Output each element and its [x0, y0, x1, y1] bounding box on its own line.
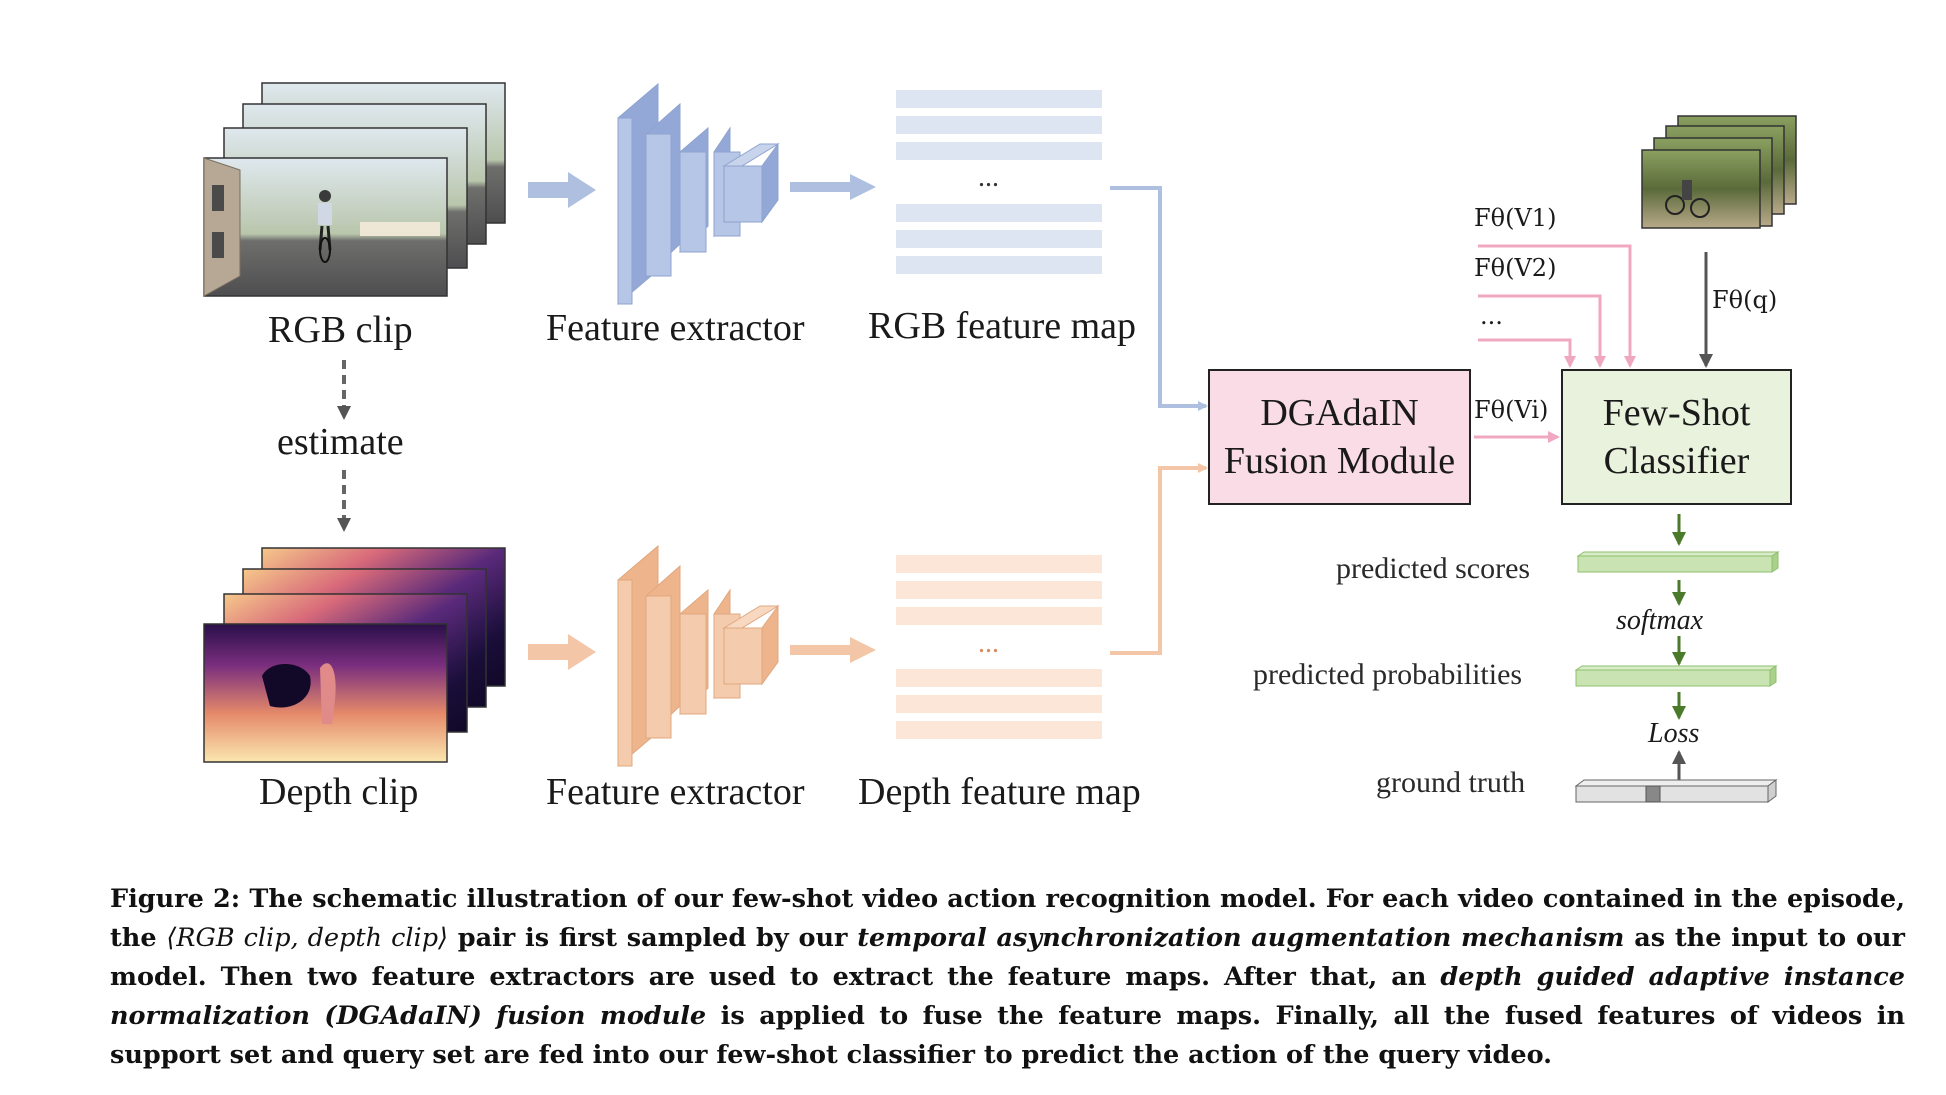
- support-vi-label: Fθ(Vi): [1474, 396, 1549, 424]
- depth-clip-frames: [203, 547, 506, 763]
- figure-caption: Figure 2: The schematic illustration of …: [110, 880, 1905, 1075]
- rgb-map-ellipsis: ...: [978, 162, 999, 193]
- depth-extractor-label: Feature extractor: [546, 771, 805, 813]
- depth-feature-map-label: Depth feature map: [858, 771, 1141, 813]
- caption-part4: is applied to fuse the feature maps. Fin…: [110, 1001, 1905, 1070]
- loss-label: Loss: [1648, 718, 1700, 749]
- caption-emph1: temporal asynchronization augmentation m…: [857, 923, 1625, 953]
- caption-part3: as the input to our model. Then two feat…: [110, 923, 1905, 992]
- predicted-scores-bar: [1576, 551, 1780, 573]
- classifier-box: [1561, 369, 1792, 505]
- depth-map-ellipsis: ...: [978, 628, 999, 659]
- few-shot-classifier: Few-Shot Classifier: [1562, 370, 1791, 504]
- predicted-scores-label: predicted scores: [1336, 552, 1531, 585]
- predicted-probabilities-label: predicted probabilities: [1253, 658, 1523, 691]
- rgb-to-fusion-connector: [1110, 186, 1208, 411]
- fusion-module-line2: Fusion Module: [1223, 440, 1456, 482]
- depth-extract-arrow: [790, 637, 876, 663]
- support-v1-label: Fθ(V1): [1474, 204, 1557, 232]
- support-v2-label: Fθ(V2): [1474, 254, 1557, 282]
- rgb-extractor-label: Feature extractor: [546, 307, 805, 349]
- depth-feature-extractor: [617, 544, 780, 768]
- softmax-label: softmax: [1616, 605, 1704, 636]
- classifier-line2: Classifier: [1603, 440, 1750, 482]
- ground-truth-label: ground truth: [1376, 766, 1526, 799]
- fusion-module: DGAdaIN Fusion Module: [1209, 370, 1470, 504]
- query-video-frames: [1641, 115, 1797, 229]
- rgb-clip-frames: [203, 82, 506, 297]
- caption-part1: The schematic illustration of our few-sh…: [110, 884, 1905, 953]
- rgb-feature-extractor: [617, 82, 780, 306]
- caption-part2: pair is first sampled by our: [457, 923, 848, 953]
- depth-input-arrow: [528, 634, 596, 670]
- support-ellipsis-label: ...: [1480, 302, 1503, 330]
- fusion-module-box: [1208, 369, 1471, 505]
- caption-emph2: depth guided adaptive instance normaliza…: [110, 962, 1905, 1031]
- depth-to-fusion-connector: [1110, 463, 1208, 655]
- caption-pair: ⟨RGB clip, depth clip⟩: [166, 923, 448, 953]
- depth-clip-label: Depth clip: [259, 771, 419, 813]
- query-input-label: Fθ(q): [1712, 286, 1778, 314]
- classifier-line1: Few-Shot: [1602, 392, 1751, 434]
- support-ellipsis-arrow: [1478, 338, 1576, 368]
- rgb-input-arrow: [528, 172, 596, 208]
- support-v1-arrow: [1478, 244, 1636, 368]
- predicted-probabilities-bar: [1574, 665, 1778, 687]
- rgb-clip-label: RGB clip: [268, 309, 413, 351]
- caption-label: Figure 2:: [110, 884, 241, 914]
- ground-truth-bar: [1574, 779, 1778, 803]
- depth-feature-map: [896, 555, 1102, 739]
- rgb-extract-arrow: [790, 174, 876, 200]
- rgb-feature-map: [896, 90, 1102, 274]
- fusion-module-line1: DGAdaIN: [1260, 392, 1419, 434]
- support-v2-arrow: [1478, 294, 1606, 368]
- estimate-label: estimate: [277, 421, 404, 463]
- rgb-feature-map-label: RGB feature map: [868, 305, 1137, 347]
